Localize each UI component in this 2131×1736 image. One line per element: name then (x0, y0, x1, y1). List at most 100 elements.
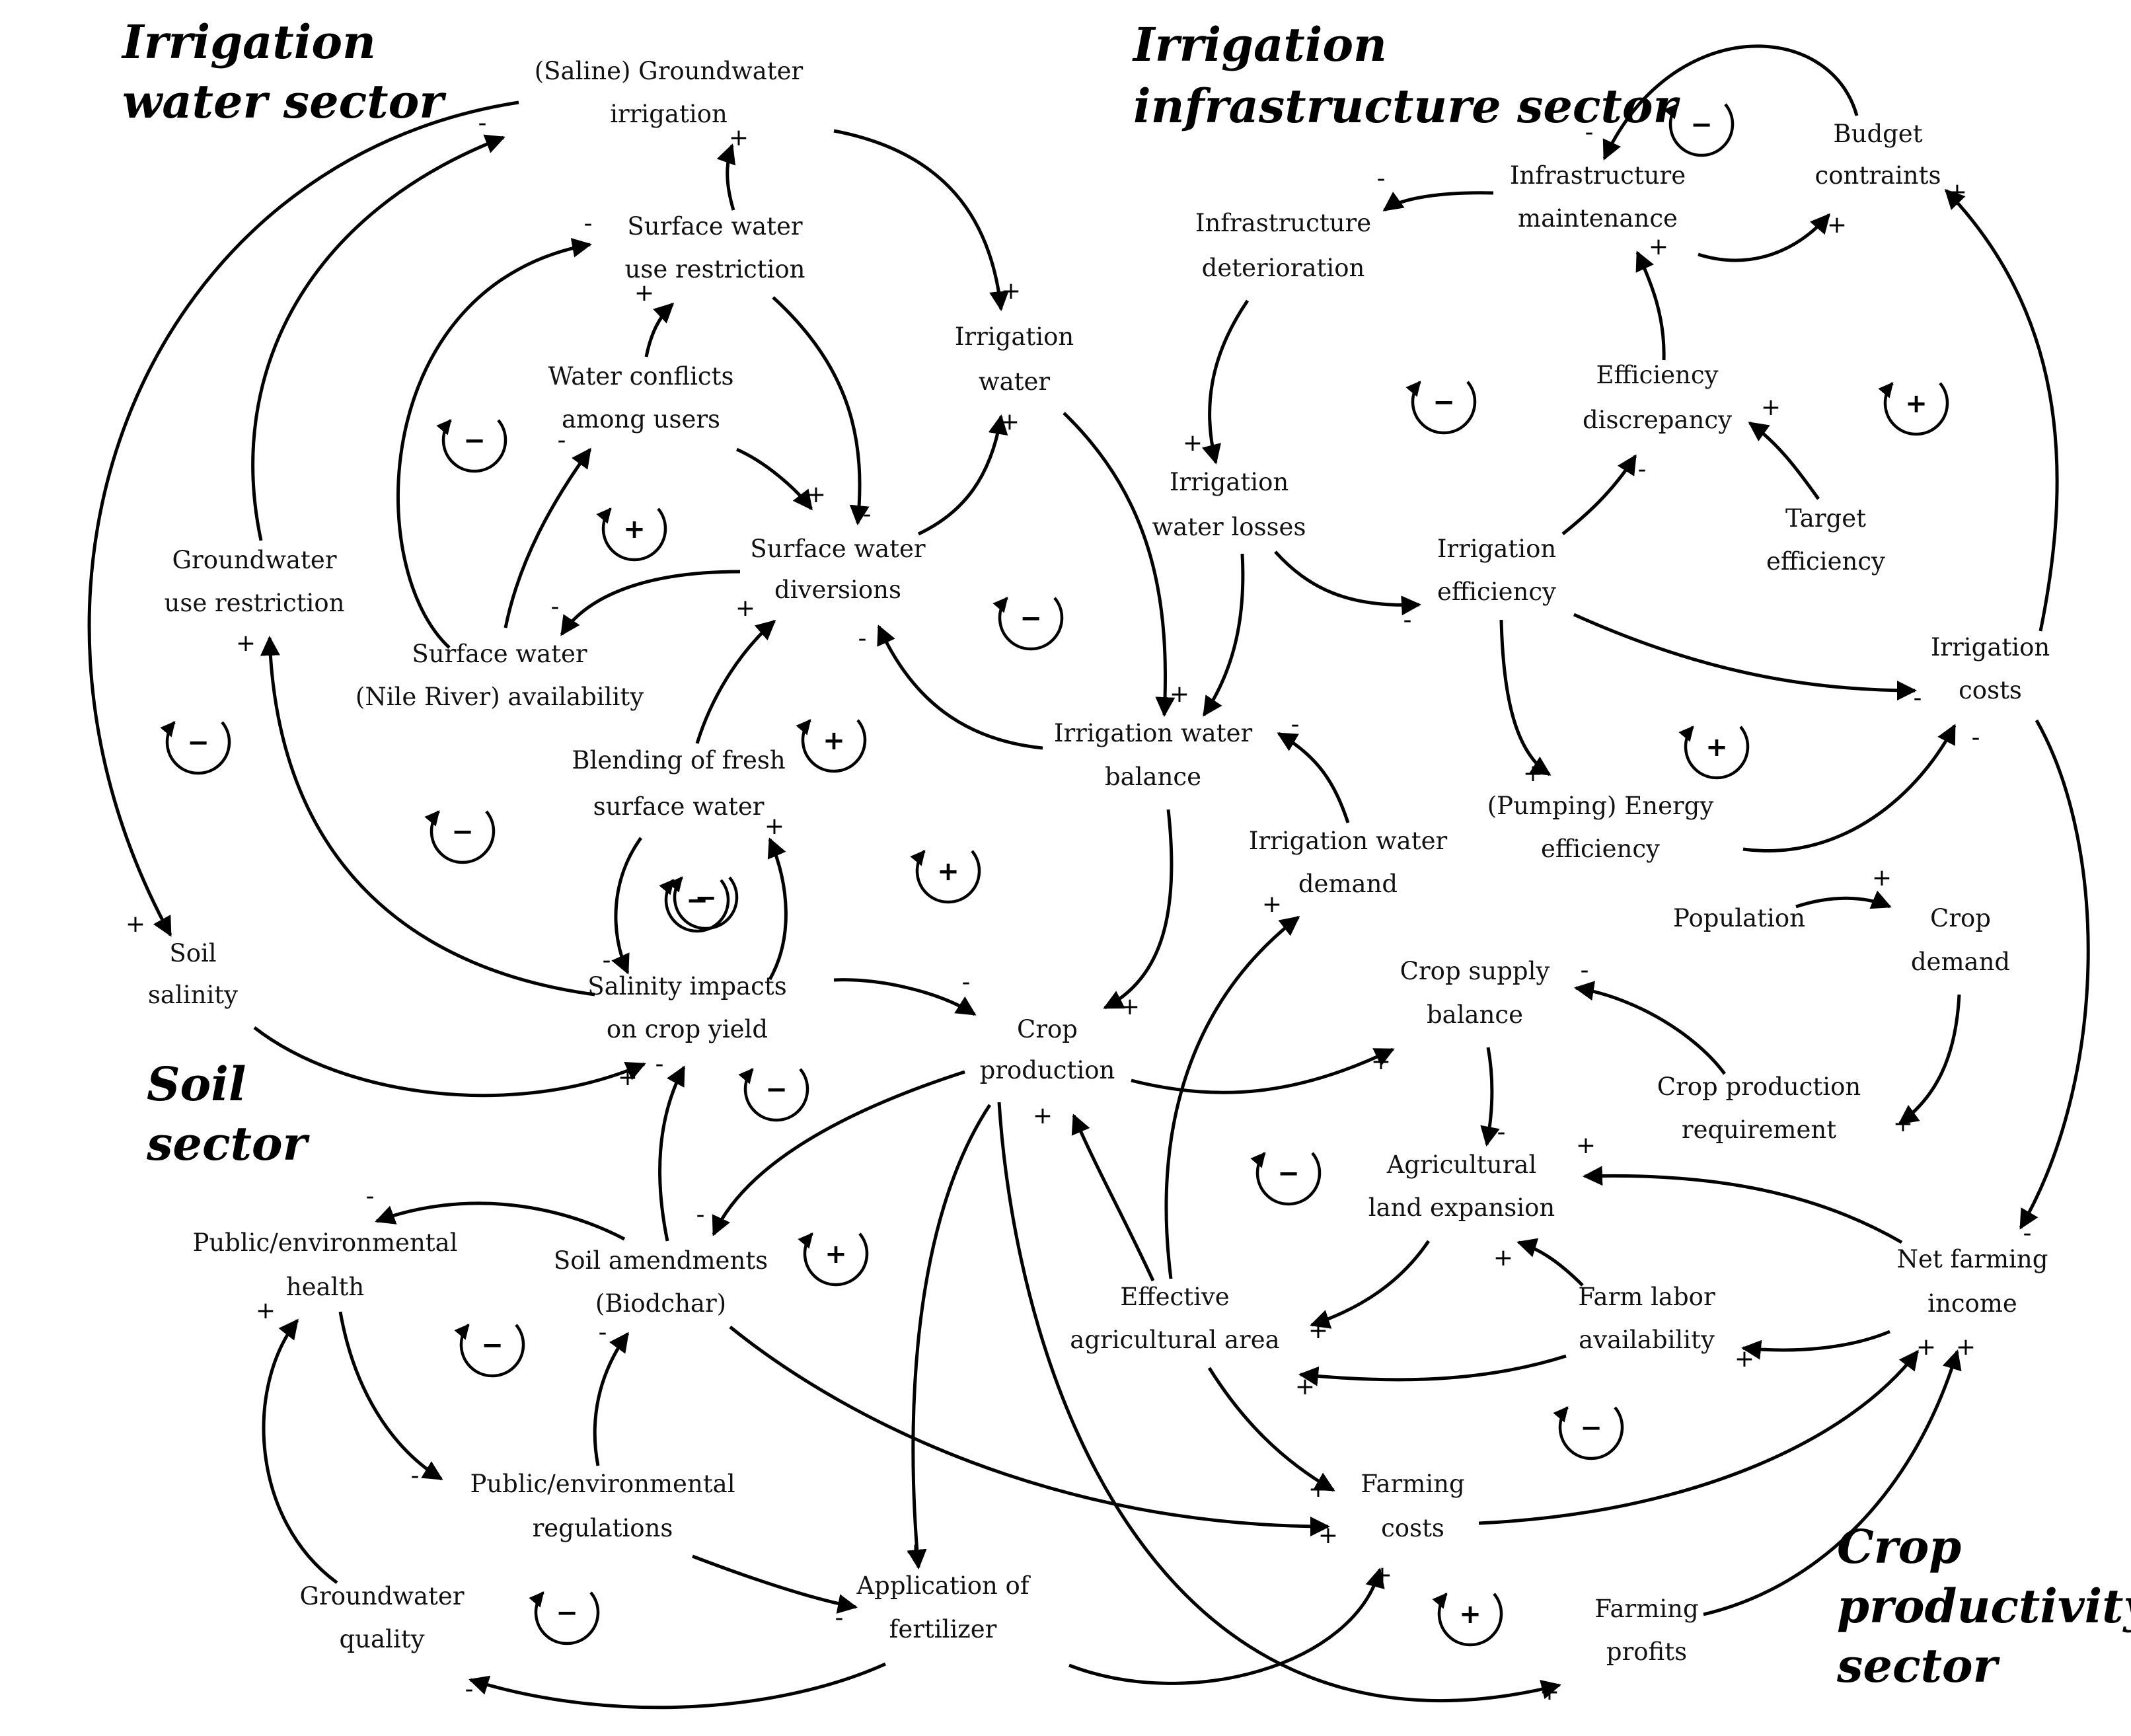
link-infra_maintenance-to-budget (1698, 213, 1830, 262)
polarity-gw_use_restriction-to-saline_gw_irrigation: - (478, 110, 487, 137)
link-water_conflicts-to-sw_use_restriction (644, 302, 675, 358)
loop-marker-balancing: − (1663, 103, 1735, 157)
link-public_regulations-to-application_fertilizer (692, 1554, 858, 1614)
loop-sign: − (556, 1598, 578, 1628)
link-population-to-crop_demand (1795, 890, 1892, 909)
polarity-irrigation_water_balance-to-crop_production: + (1120, 993, 1140, 1020)
loop-marker-balancing: − (1250, 1152, 1322, 1206)
polarity-farming_costs-to-net_farming_income: + (1916, 1334, 1936, 1361)
link-net_farming_income-to-agri_land_expansion (1583, 1166, 1903, 1244)
polarity-pumping_energy-to-irrigation_costs: - (1972, 724, 1980, 751)
link-farm_labor-to-agri_land_expansion (1516, 1238, 1584, 1287)
link-crop_demand-to-crop_production_requirement (1898, 994, 1961, 1125)
loop-marker-balancing: − (1405, 381, 1477, 435)
link-soil_amendments-to-public_health (375, 1201, 626, 1241)
link-farming_costs-to-net_farming_income (1478, 1349, 1919, 1525)
polarity-sw_availability-to-sw_use_restriction: - (584, 210, 593, 237)
polarity-blending-to-salinity_impacts: - (603, 947, 611, 974)
loop-marker-balancing: − (529, 1591, 600, 1645)
polarity-sw_diversions-to-irrigation_water: + (1000, 408, 1020, 435)
link-crop_production-to-soil_amendments (712, 1070, 965, 1236)
link-effective_area-to-irrigation_water_demand (1164, 916, 1300, 1279)
polarity-blending-to-sw_diversions: + (735, 595, 755, 622)
polarity-irrigation_costs-to-net_farming_income: - (2023, 1220, 2032, 1247)
loop-marker-reinforcing: + (798, 1232, 869, 1287)
loop-sign: + (937, 856, 959, 887)
loop-sign: − (1020, 603, 1042, 634)
polarity-irrigation_water_losses-to-irrigation_efficiency: - (1403, 607, 1412, 634)
sector-title-soil: Soil sector (146, 1057, 311, 1171)
link-infra_deterioration-to-irrigation_water_losses (1201, 299, 1250, 465)
polarity-irrigation_costs-to-budget: + (1947, 178, 1967, 206)
polarity-sw_use_restriction-to-sw_diversions: - (863, 501, 872, 528)
loop-sign: − (187, 728, 209, 758)
link-soil_amendments-to-salinity_impacts (658, 1065, 686, 1242)
node-surface-water-availability: Surface water(Nile River) availability (355, 640, 644, 711)
link-soil_salinity-to-salinity_impacts (253, 1026, 646, 1098)
link-effective_area-to-farming_costs (1207, 1367, 1335, 1492)
loop-sign: + (1705, 732, 1728, 763)
polarity-sw_use_restriction-to-saline_gw_irrigation: + (729, 124, 749, 151)
link-crop_production_requirement-to-crop_supply_balance (1574, 981, 1727, 1075)
loop-marker-balancing: − (436, 419, 507, 473)
polarity-agri_land_expansion-to-effective_area: + (1308, 1317, 1328, 1344)
node-population: Population (1673, 904, 1805, 932)
link-salinity_impacts-to-crop_production (833, 978, 977, 1016)
polarity-efficiency_discrepancy-to-infra_maintenance: + (1649, 233, 1668, 260)
link-salinity_impacts-to-gw_use_restriction (260, 636, 595, 997)
polarity-salinity_impacts-to-crop_production: - (962, 969, 971, 996)
polarity-farm_labor-to-effective_area: + (1295, 1373, 1315, 1400)
polarity-effective_area-to-farming_costs: + (1308, 1476, 1328, 1503)
node-soil-amendments: Soil amendments(Biodchar) (554, 1246, 768, 1318)
link-public_regulations-to-soil_amendments (593, 1332, 630, 1466)
link-irrigation_water_losses-to-irrigation_water_balance (1202, 553, 1245, 717)
link-irrigation_efficiency-to-efficiency_discrepancy (1561, 454, 1637, 535)
link-pumping_energy-to-irrigation_costs (1742, 724, 1957, 852)
link-salinity_impacts-to-blending (767, 837, 788, 981)
polarity-crop_production-to-crop_supply_balance: + (1371, 1048, 1391, 1075)
link-irrigation_water-to-irrigation_water_balance (1063, 412, 1176, 717)
loop-marker-reinforcing: + (596, 508, 667, 562)
polarity-irrigation_efficiency-to-pumping_energy: + (1523, 760, 1543, 787)
polarity-farm_labor-to-agri_land_expansion: + (1493, 1244, 1513, 1271)
loop-sign: − (1433, 387, 1455, 418)
loop-sign: − (686, 886, 708, 916)
loop-marker-balancing: − (738, 1068, 809, 1122)
link-groundwater_quality-to-public_health (262, 1318, 338, 1585)
loop-sign: − (1690, 110, 1713, 140)
link-irrigation_water_losses-to-irrigation_efficiency (1274, 550, 1421, 616)
link-effective_area-to-crop_production (1071, 1113, 1155, 1282)
polarity-effective_area-to-crop_production: + (1033, 1102, 1053, 1129)
link-irrigation_water_balance-to-sw_diversions (877, 624, 1043, 750)
link-soil_amendments-to-farming_costs (729, 1326, 1330, 1536)
polarity-saline_gw_irrigation-to-soil_salinity: + (126, 911, 145, 938)
link-farm_labor-to-effective_area (1298, 1354, 1567, 1386)
link-application_fertilizer-to-groundwater_quality (468, 1662, 887, 1710)
causal-links (87, 44, 2090, 1710)
loop-marker-balancing: − (424, 810, 496, 864)
link-crop_supply_balance-to-agri_land_expansion (1480, 1047, 1500, 1147)
loop-marker-balancing: − (1553, 1406, 1624, 1460)
loop-sign: − (765, 1075, 788, 1105)
polarity-water_conflicts-to-sw_diversions: + (806, 481, 826, 508)
link-irrigation_efficiency-to-irrigation_costs (1573, 613, 1917, 700)
link-application_fertilizer-to-farming_costs (1068, 1567, 1385, 1685)
polarity-soil_amendments-to-public_health: - (366, 1183, 375, 1210)
polarity-public_regulations-to-application_fertilizer: - (835, 1604, 844, 1632)
loop-marker-balancing: − (992, 597, 1064, 651)
loop-marker-balancing: − (454, 1324, 525, 1378)
